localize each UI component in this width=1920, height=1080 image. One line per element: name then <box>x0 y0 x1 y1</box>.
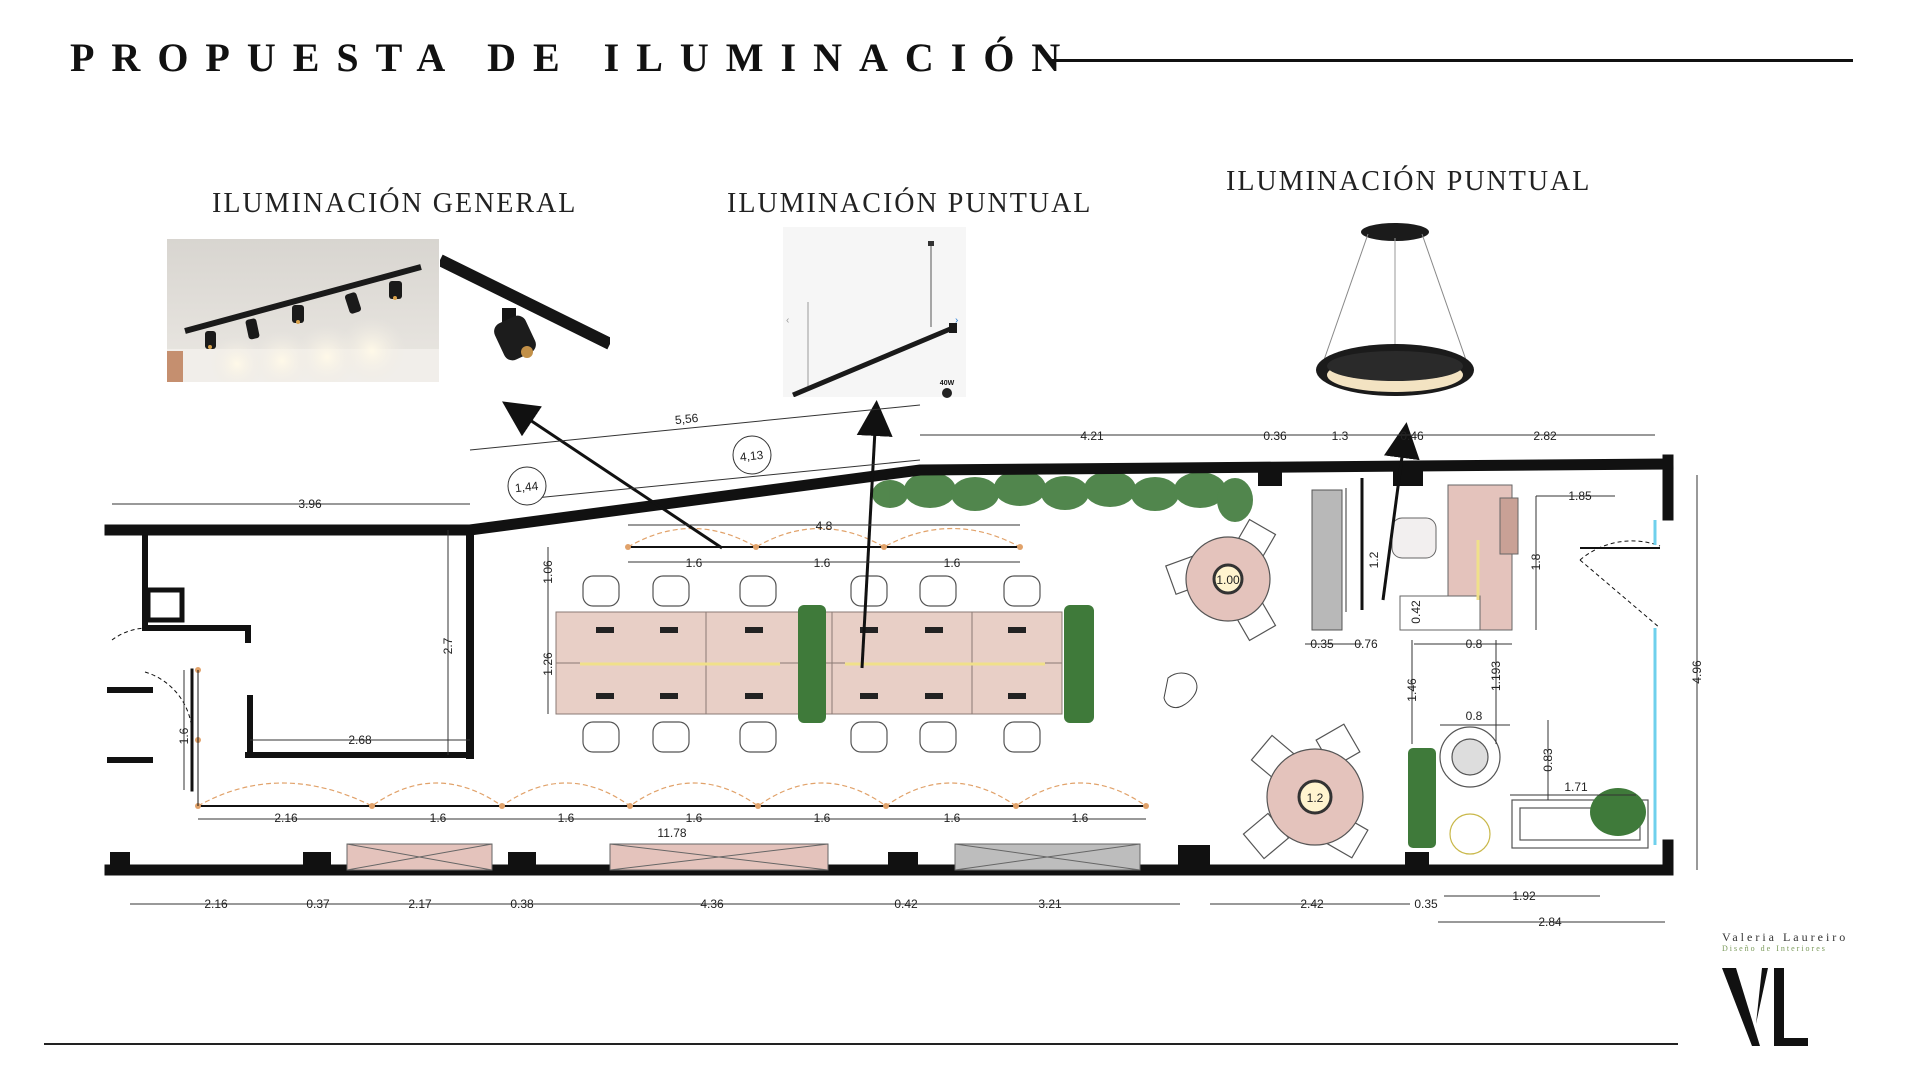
track-spot-detail-photo <box>440 252 610 362</box>
svg-text:1.3: 1.3 <box>1332 429 1349 443</box>
svg-text:1.85: 1.85 <box>1568 489 1592 503</box>
svg-text:4.36: 4.36 <box>700 897 724 911</box>
svg-text:1.46: 1.46 <box>1405 678 1419 702</box>
svg-text:1,44: 1,44 <box>514 479 539 495</box>
svg-text:1.2: 1.2 <box>1307 791 1324 805</box>
filing-cabinet <box>1311 489 1343 631</box>
low-cabinets <box>346 843 1141 871</box>
workstation-desks <box>555 611 1063 715</box>
svg-text:0.76: 0.76 <box>1354 637 1378 651</box>
wattage-badge: 40W <box>936 380 958 398</box>
meeting-table-bottom <box>1242 723 1369 860</box>
lighting-track-lines <box>198 478 1364 807</box>
svg-text:1.6: 1.6 <box>944 556 961 570</box>
svg-text:›: › <box>955 315 958 326</box>
lounge-area <box>1408 726 1649 855</box>
svg-text:2.7: 2.7 <box>441 637 455 654</box>
svg-text:1.2: 1.2 <box>1367 551 1381 568</box>
brand-subtitle: Diseño de Interiores <box>1722 944 1827 953</box>
svg-text:1.6: 1.6 <box>814 811 831 825</box>
desk-planters <box>798 605 1094 723</box>
planter-strip-top <box>872 470 1253 522</box>
brand-name: Valeria Laureiro <box>1722 930 1849 944</box>
svg-text:0.83: 0.83 <box>1541 748 1555 772</box>
executive-desk <box>1391 484 1519 631</box>
svg-text:2.16: 2.16 <box>204 897 228 911</box>
svg-text:‹: ‹ <box>786 315 789 326</box>
svg-text:2.17: 2.17 <box>408 897 432 911</box>
svg-text:1.26: 1.26 <box>541 652 555 676</box>
brand-logo <box>1722 964 1812 1054</box>
monitors <box>596 627 1026 699</box>
track-light-photo <box>167 239 439 382</box>
svg-text:1.6: 1.6 <box>1072 811 1089 825</box>
svg-text:0.35: 0.35 <box>1414 897 1438 911</box>
svg-text:3.96: 3.96 <box>298 497 322 511</box>
svg-text:0.8: 0.8 <box>1466 637 1483 651</box>
svg-text:1.06: 1.06 <box>541 560 555 584</box>
title-divider <box>1050 59 1853 62</box>
light-points <box>195 544 1149 809</box>
svg-text:1.6: 1.6 <box>686 556 703 570</box>
svg-text:1.6: 1.6 <box>814 556 831 570</box>
footer-divider <box>44 1043 1678 1045</box>
svg-text:0.35: 0.35 <box>1310 637 1334 651</box>
svg-text:2.84: 2.84 <box>1538 915 1562 929</box>
light-arcs <box>197 527 1147 807</box>
svg-text:0.42: 0.42 <box>894 897 918 911</box>
columns <box>110 466 1429 875</box>
led-icon <box>942 388 952 398</box>
svg-text:0.36: 0.36 <box>1263 429 1287 443</box>
svg-text:4.8: 4.8 <box>816 519 833 533</box>
linear-pendant-photo: ‹ › <box>783 227 966 397</box>
dimension-bubbles <box>507 435 772 506</box>
meeting-table-top <box>1165 518 1277 642</box>
svg-text:1.00: 1.00 <box>1216 573 1240 587</box>
dimension-labels: 5,56 4,13 1,44 3.96 4.21 0.36 1.3 0.46 2… <box>177 411 1704 929</box>
svg-text:1.92: 1.92 <box>1512 889 1536 903</box>
svg-text:2.42: 2.42 <box>1300 897 1324 911</box>
page-title: PROPUESTA DE ILUMINACIÓN <box>70 35 1078 80</box>
svg-text:1.6: 1.6 <box>177 727 191 744</box>
svg-text:2.82: 2.82 <box>1533 429 1557 443</box>
svg-text:2.16: 2.16 <box>274 811 298 825</box>
office-chairs <box>582 575 1041 753</box>
svg-text:2.68: 2.68 <box>348 733 372 747</box>
svg-text:5,56: 5,56 <box>674 411 699 427</box>
svg-text:1.193: 1.193 <box>1489 661 1503 691</box>
svg-text:0.42: 0.42 <box>1409 600 1423 624</box>
svg-text:1.6: 1.6 <box>430 811 447 825</box>
section-label-general: ILUMINACIÓN GENERAL <box>212 188 578 219</box>
svg-text:0.37: 0.37 <box>306 897 330 911</box>
svg-text:1.6: 1.6 <box>944 811 961 825</box>
section-label-puntual-ring: ILUMINACIÓN PUNTUAL <box>1226 166 1592 197</box>
svg-text:0.38: 0.38 <box>510 897 534 911</box>
ring-pendant-photo <box>1310 220 1480 406</box>
svg-text:0.46: 0.46 <box>1400 429 1424 443</box>
svg-text:1.8: 1.8 <box>1529 553 1543 570</box>
svg-text:4,13: 4,13 <box>739 448 764 464</box>
svg-text:4.21: 4.21 <box>1080 429 1104 443</box>
svg-text:11.78: 11.78 <box>657 826 686 840</box>
svg-text:1.6: 1.6 <box>686 811 703 825</box>
svg-text:4.96: 4.96 <box>1690 660 1704 684</box>
svg-text:0.8: 0.8 <box>1466 709 1483 723</box>
svg-text:1.71: 1.71 <box>1564 780 1588 794</box>
dimension-lines <box>112 404 1698 923</box>
svg-text:3.21: 3.21 <box>1038 897 1062 911</box>
section-label-puntual-linear: ILUMINACIÓN PUNTUAL <box>727 188 1093 219</box>
brand-block: Valeria Laureiro Diseño de Interiores <box>1722 930 1872 953</box>
svg-text:1.6: 1.6 <box>558 811 575 825</box>
